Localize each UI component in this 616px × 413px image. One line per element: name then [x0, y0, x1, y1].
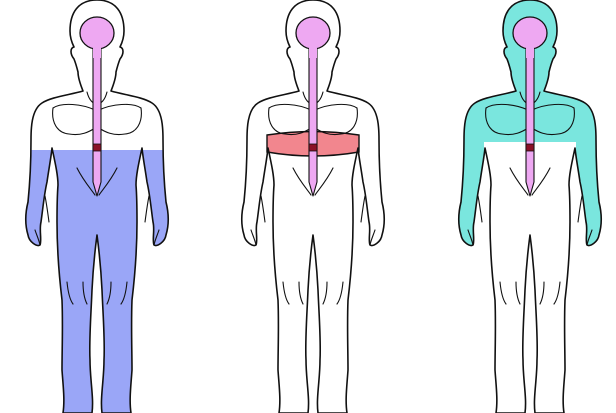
brain	[513, 17, 547, 49]
brainstem-join	[309, 48, 317, 58]
muscle-line-13	[361, 196, 365, 222]
brain	[296, 17, 330, 49]
brainstem-join	[93, 48, 101, 58]
figure-upper-body	[459, 0, 602, 413]
spinal-cord	[93, 48, 101, 196]
figure-lower-body	[26, 0, 169, 413]
lesion-marker	[93, 144, 101, 151]
figure-trunk-band	[242, 0, 385, 413]
muscle-line-12	[261, 196, 265, 222]
brainstem-join	[526, 48, 534, 58]
muscle-line-12	[478, 196, 482, 222]
muscle-line-13	[145, 196, 149, 222]
muscle-line-12	[45, 196, 49, 222]
lesion-marker	[526, 144, 534, 151]
spinal-cord	[526, 48, 534, 196]
lesion-marker	[309, 144, 317, 151]
muscle-line-13	[578, 196, 582, 222]
brain	[80, 17, 114, 49]
spinal-cord	[309, 48, 317, 196]
